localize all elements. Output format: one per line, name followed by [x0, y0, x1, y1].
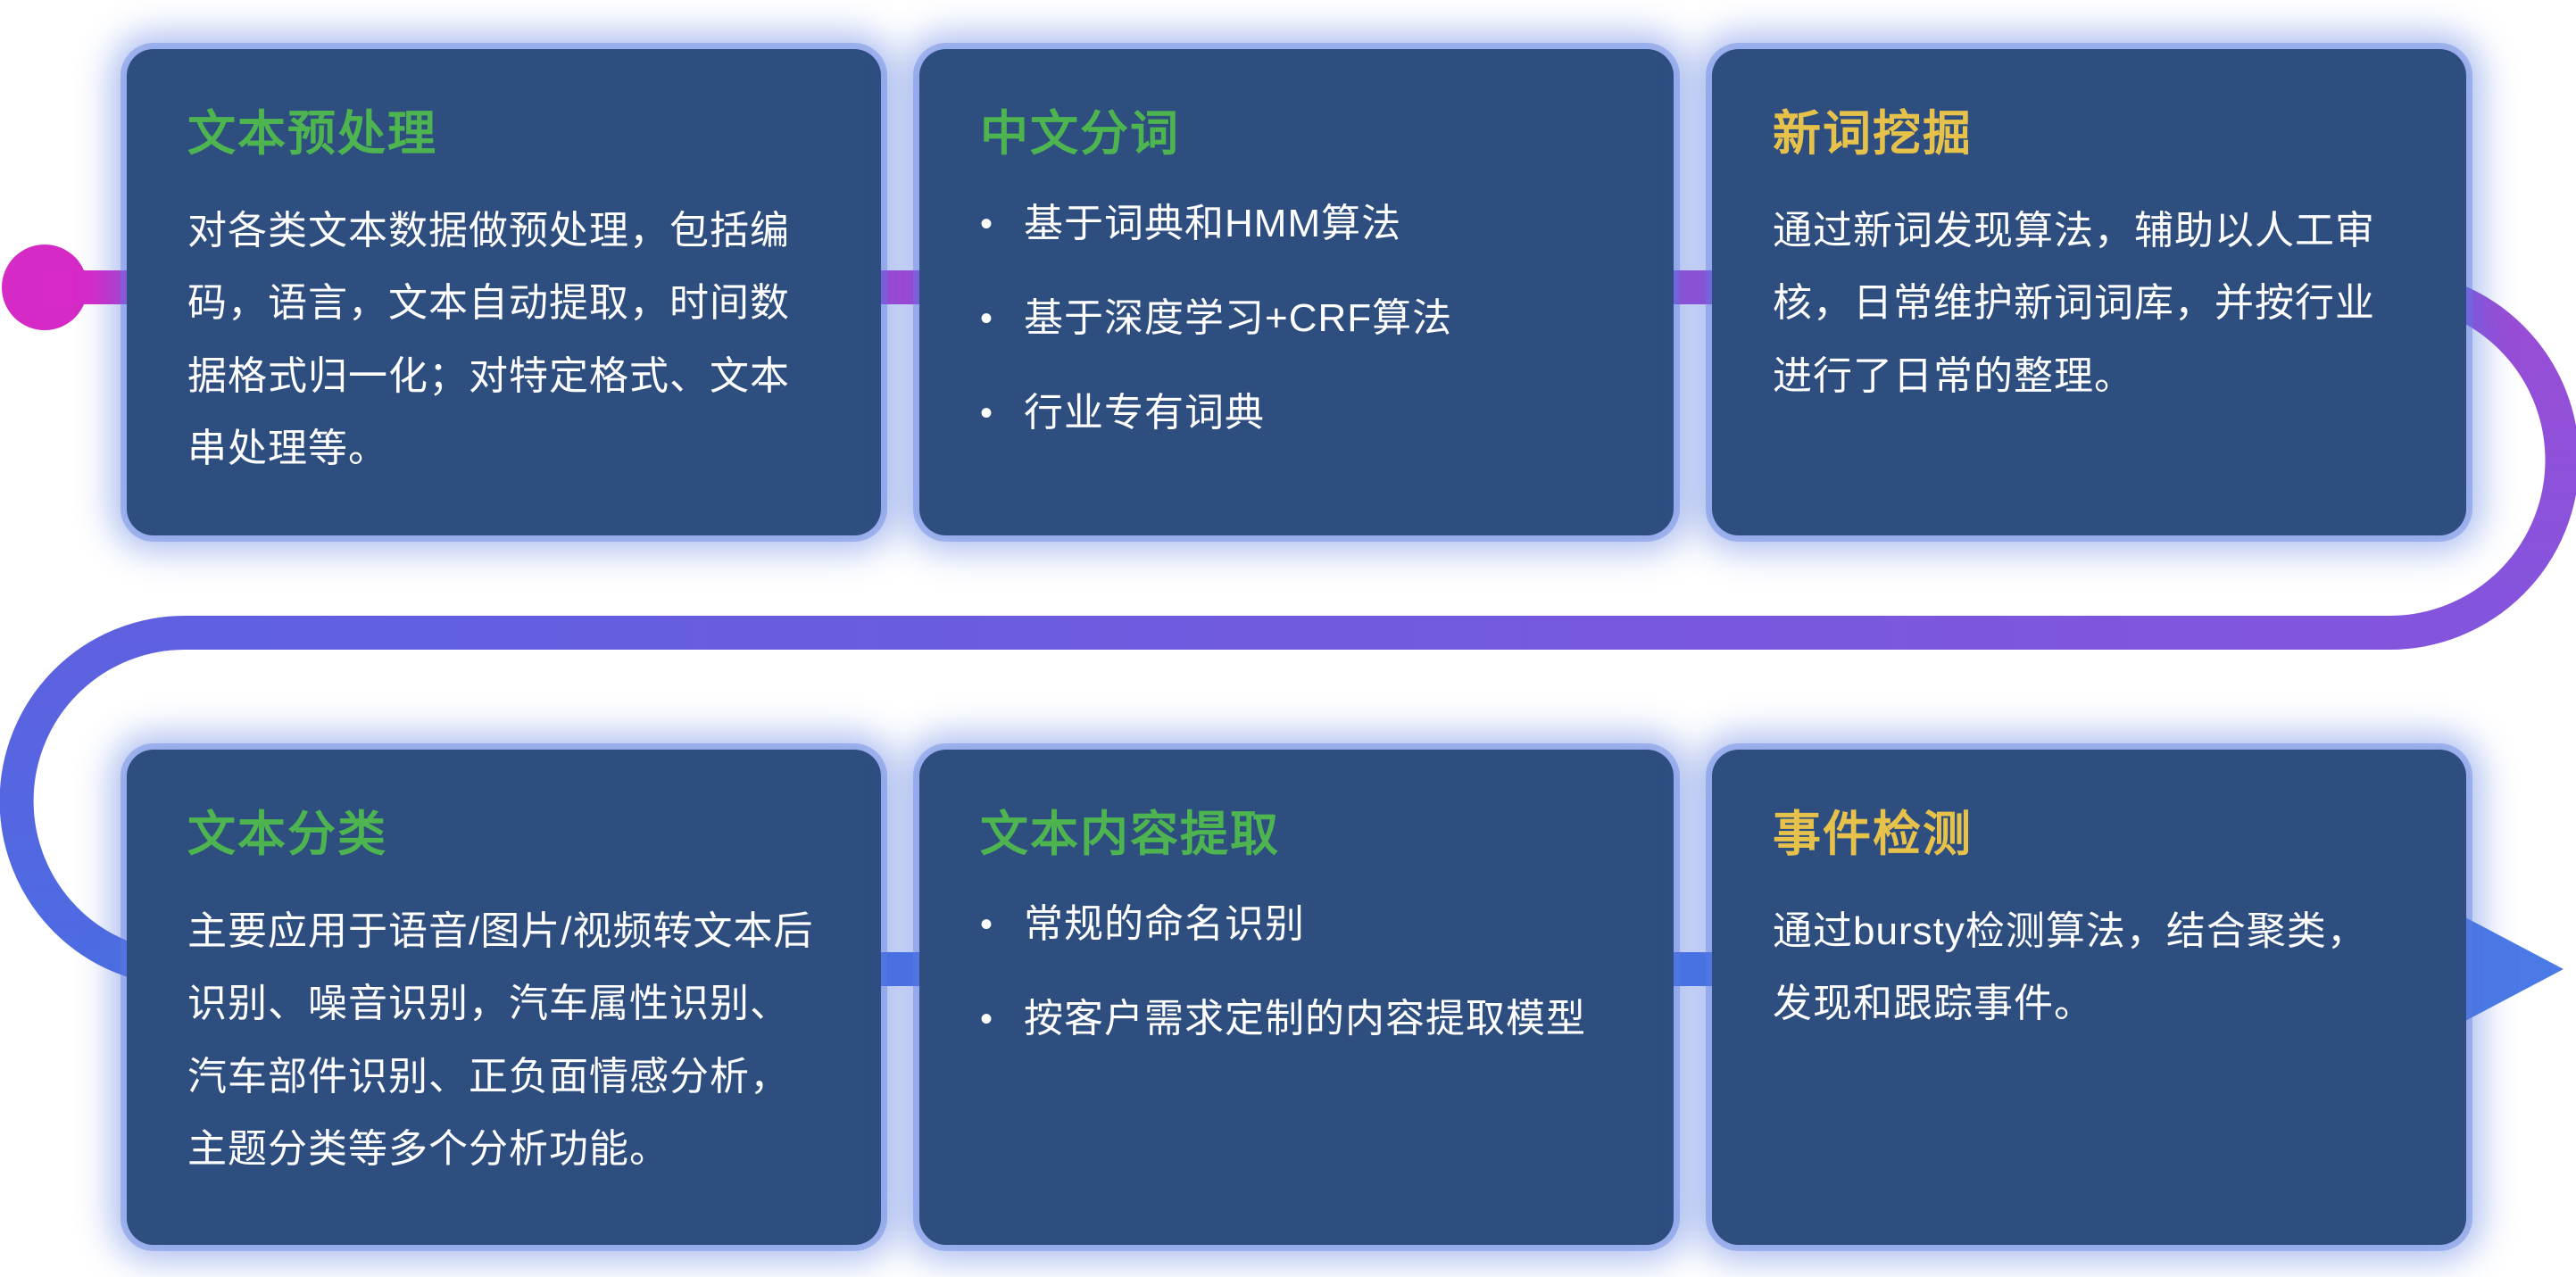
- card-bullets: • 常规的命名识别 • 按客户需求定制的内容提取模型: [980, 895, 1613, 1049]
- card-body: 主要应用于语音/图片/视频转文本后识别、噪音识别，汽车属性识别、汽车部件识别、正…: [187, 909, 814, 1172]
- card-text-preprocessing: 文本预处理 对各类文本数据做预处理，包括编码，语言，文本自动提取，时间数据格式归…: [127, 49, 881, 535]
- bullet-item: • 基于深度学习+CRF算法: [980, 289, 1613, 348]
- card-chinese-word-segmentation: 中文分词 • 基于词典和HMM算法 • 基于深度学习+CRF算法 • 行业专有词…: [919, 49, 1674, 535]
- bullet-icon: •: [980, 394, 994, 433]
- bullet-icon: •: [980, 299, 994, 338]
- bullet-text: 常规的命名识别: [1024, 902, 1306, 946]
- card-title: 文本预处理: [187, 107, 437, 161]
- bullet-text: 基于深度学习+CRF算法: [1024, 296, 1453, 340]
- bullet-icon: •: [980, 999, 994, 1039]
- bullet-icon: •: [980, 204, 994, 244]
- card-text-classification: 文本分类 主要应用于语音/图片/视频转文本后识别、噪音识别，汽车属性识别、汽车部…: [127, 750, 881, 1245]
- card-event-detection: 事件检测 通过bursty检测算法，结合聚类，发现和跟踪事件。: [1712, 750, 2466, 1245]
- flow-arrow-icon: [2465, 917, 2564, 1021]
- bullet-text: 基于词典和HMM算法: [1024, 202, 1402, 245]
- card-title: 新词挖掘: [1773, 107, 1973, 161]
- bullet-item: • 常规的命名识别: [980, 895, 1613, 954]
- card-body: 通过bursty检测算法，结合聚类，发现和跟踪事件。: [1773, 909, 2367, 1026]
- card-title: 中文分词: [980, 107, 1180, 161]
- card-title: 文本内容提取: [980, 808, 1280, 861]
- bullet-item: • 行业专有词典: [980, 384, 1613, 443]
- bullet-item: • 按客户需求定制的内容提取模型: [980, 990, 1613, 1049]
- card-body: 对各类文本数据做预处理，包括编码，语言，文本自动提取，时间数据格式归一化；对特定…: [187, 209, 790, 471]
- card-body: 通过新词发现算法，辅助以人工审核，日常维护新词词库，并按行业进行了日常的整理。: [1773, 209, 2375, 398]
- card-title: 事件检测: [1773, 808, 1973, 861]
- card-new-word-mining: 新词挖掘 通过新词发现算法，辅助以人工审核，日常维护新词词库，并按行业进行了日常…: [1712, 49, 2466, 535]
- bullet-text: 按客户需求定制的内容提取模型: [1024, 997, 1587, 1041]
- bullet-text: 行业专有词典: [1024, 391, 1266, 435]
- bullet-item: • 基于词典和HMM算法: [980, 195, 1613, 253]
- bullet-icon: •: [980, 905, 994, 944]
- card-title: 文本分类: [187, 808, 387, 861]
- card-bullets: • 基于词典和HMM算法 • 基于深度学习+CRF算法 • 行业专有词典: [980, 195, 1613, 443]
- flow-curve-left: [0, 616, 186, 986]
- card-text-content-extraction: 文本内容提取 • 常规的命名识别 • 按客户需求定制的内容提取模型: [919, 750, 1674, 1245]
- flow-curve-right: [2389, 270, 2576, 650]
